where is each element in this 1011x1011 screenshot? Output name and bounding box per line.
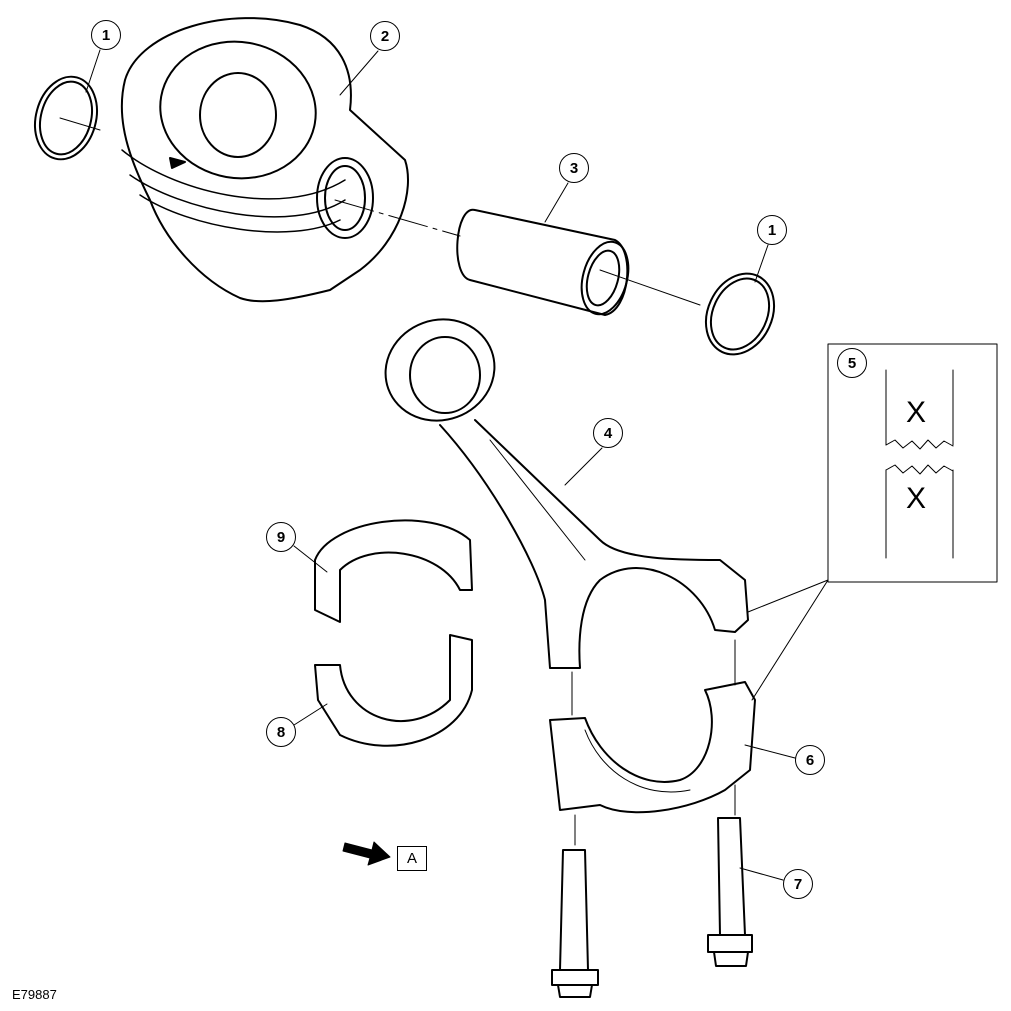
figure-id: E79887 [12,987,57,1002]
callout-rod-cap: 6 [795,745,825,775]
leader-lines [59,49,829,881]
view-arrow-icon [342,841,391,866]
callout-snap-ring: 1 [91,20,121,50]
bolt-left [551,849,599,998]
callout-lower-bearing: 8 [266,717,296,747]
rod-cap [549,681,756,814]
callout-detail: 5 [837,348,867,378]
snap-ring-top [34,75,98,161]
callout-bolt: 7 [783,869,813,899]
lower-bearing-shell [314,634,473,747]
detail-box [827,343,998,583]
bolt-right [707,817,753,967]
callout-piston: 2 [370,21,400,51]
callout-snap-ring-right: 1 [757,215,787,245]
detail-mark-bottom: X [906,482,927,515]
callout-upper-bearing: 9 [266,522,296,552]
snap-ring-right [704,272,776,356]
view-label: A [397,846,427,871]
piston-pin [456,208,630,316]
detail-mark-top: X [906,396,927,429]
callout-piston-pin: 3 [559,153,589,183]
piston [120,17,409,303]
callout-connecting-rod: 4 [593,418,623,448]
upper-bearing-shell [314,519,473,623]
connecting-rod [384,318,749,669]
